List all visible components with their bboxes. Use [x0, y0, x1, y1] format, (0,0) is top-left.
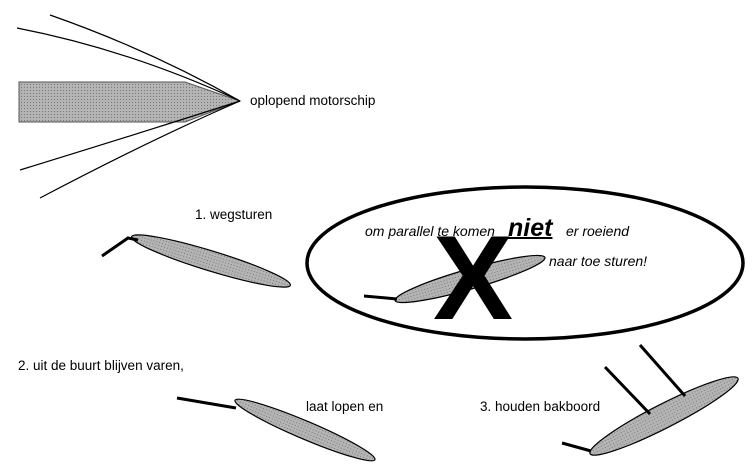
rowing-boat-1 [101, 234, 292, 288]
warning-ellipse [305, 185, 745, 341]
rowing-boat-2 [176, 396, 376, 462]
warning-text-2: er roeiend [566, 223, 630, 239]
step2b-label: laat lopen en [306, 399, 384, 414]
oar [561, 441, 592, 453]
oar [176, 396, 237, 410]
motor-ship [16, 14, 242, 199]
rowing-boat-wrong [363, 254, 546, 304]
cross-mark: X [433, 211, 514, 345]
wake-line [16, 27, 241, 102]
rowing-boat-3 [561, 344, 739, 456]
wake-line [19, 100, 241, 171]
warning-text-1: om parallel te komen [365, 223, 495, 239]
oar [101, 236, 139, 258]
oar [603, 365, 652, 416]
oar [363, 294, 398, 301]
step2a-label: 2. uit de buurt blijven varen, [18, 358, 184, 373]
wake-line [49, 14, 241, 102]
warning-text-3: naar toe sturen! [549, 253, 648, 269]
wake-line [39, 100, 241, 199]
step3-label: 3. houden bakboord [480, 399, 601, 414]
warning-emphasis: niet [508, 214, 553, 242]
step1-label: 1. wegsturen [195, 207, 273, 222]
ship-label: oplopend motorschip [250, 93, 376, 108]
oar [638, 344, 687, 397]
